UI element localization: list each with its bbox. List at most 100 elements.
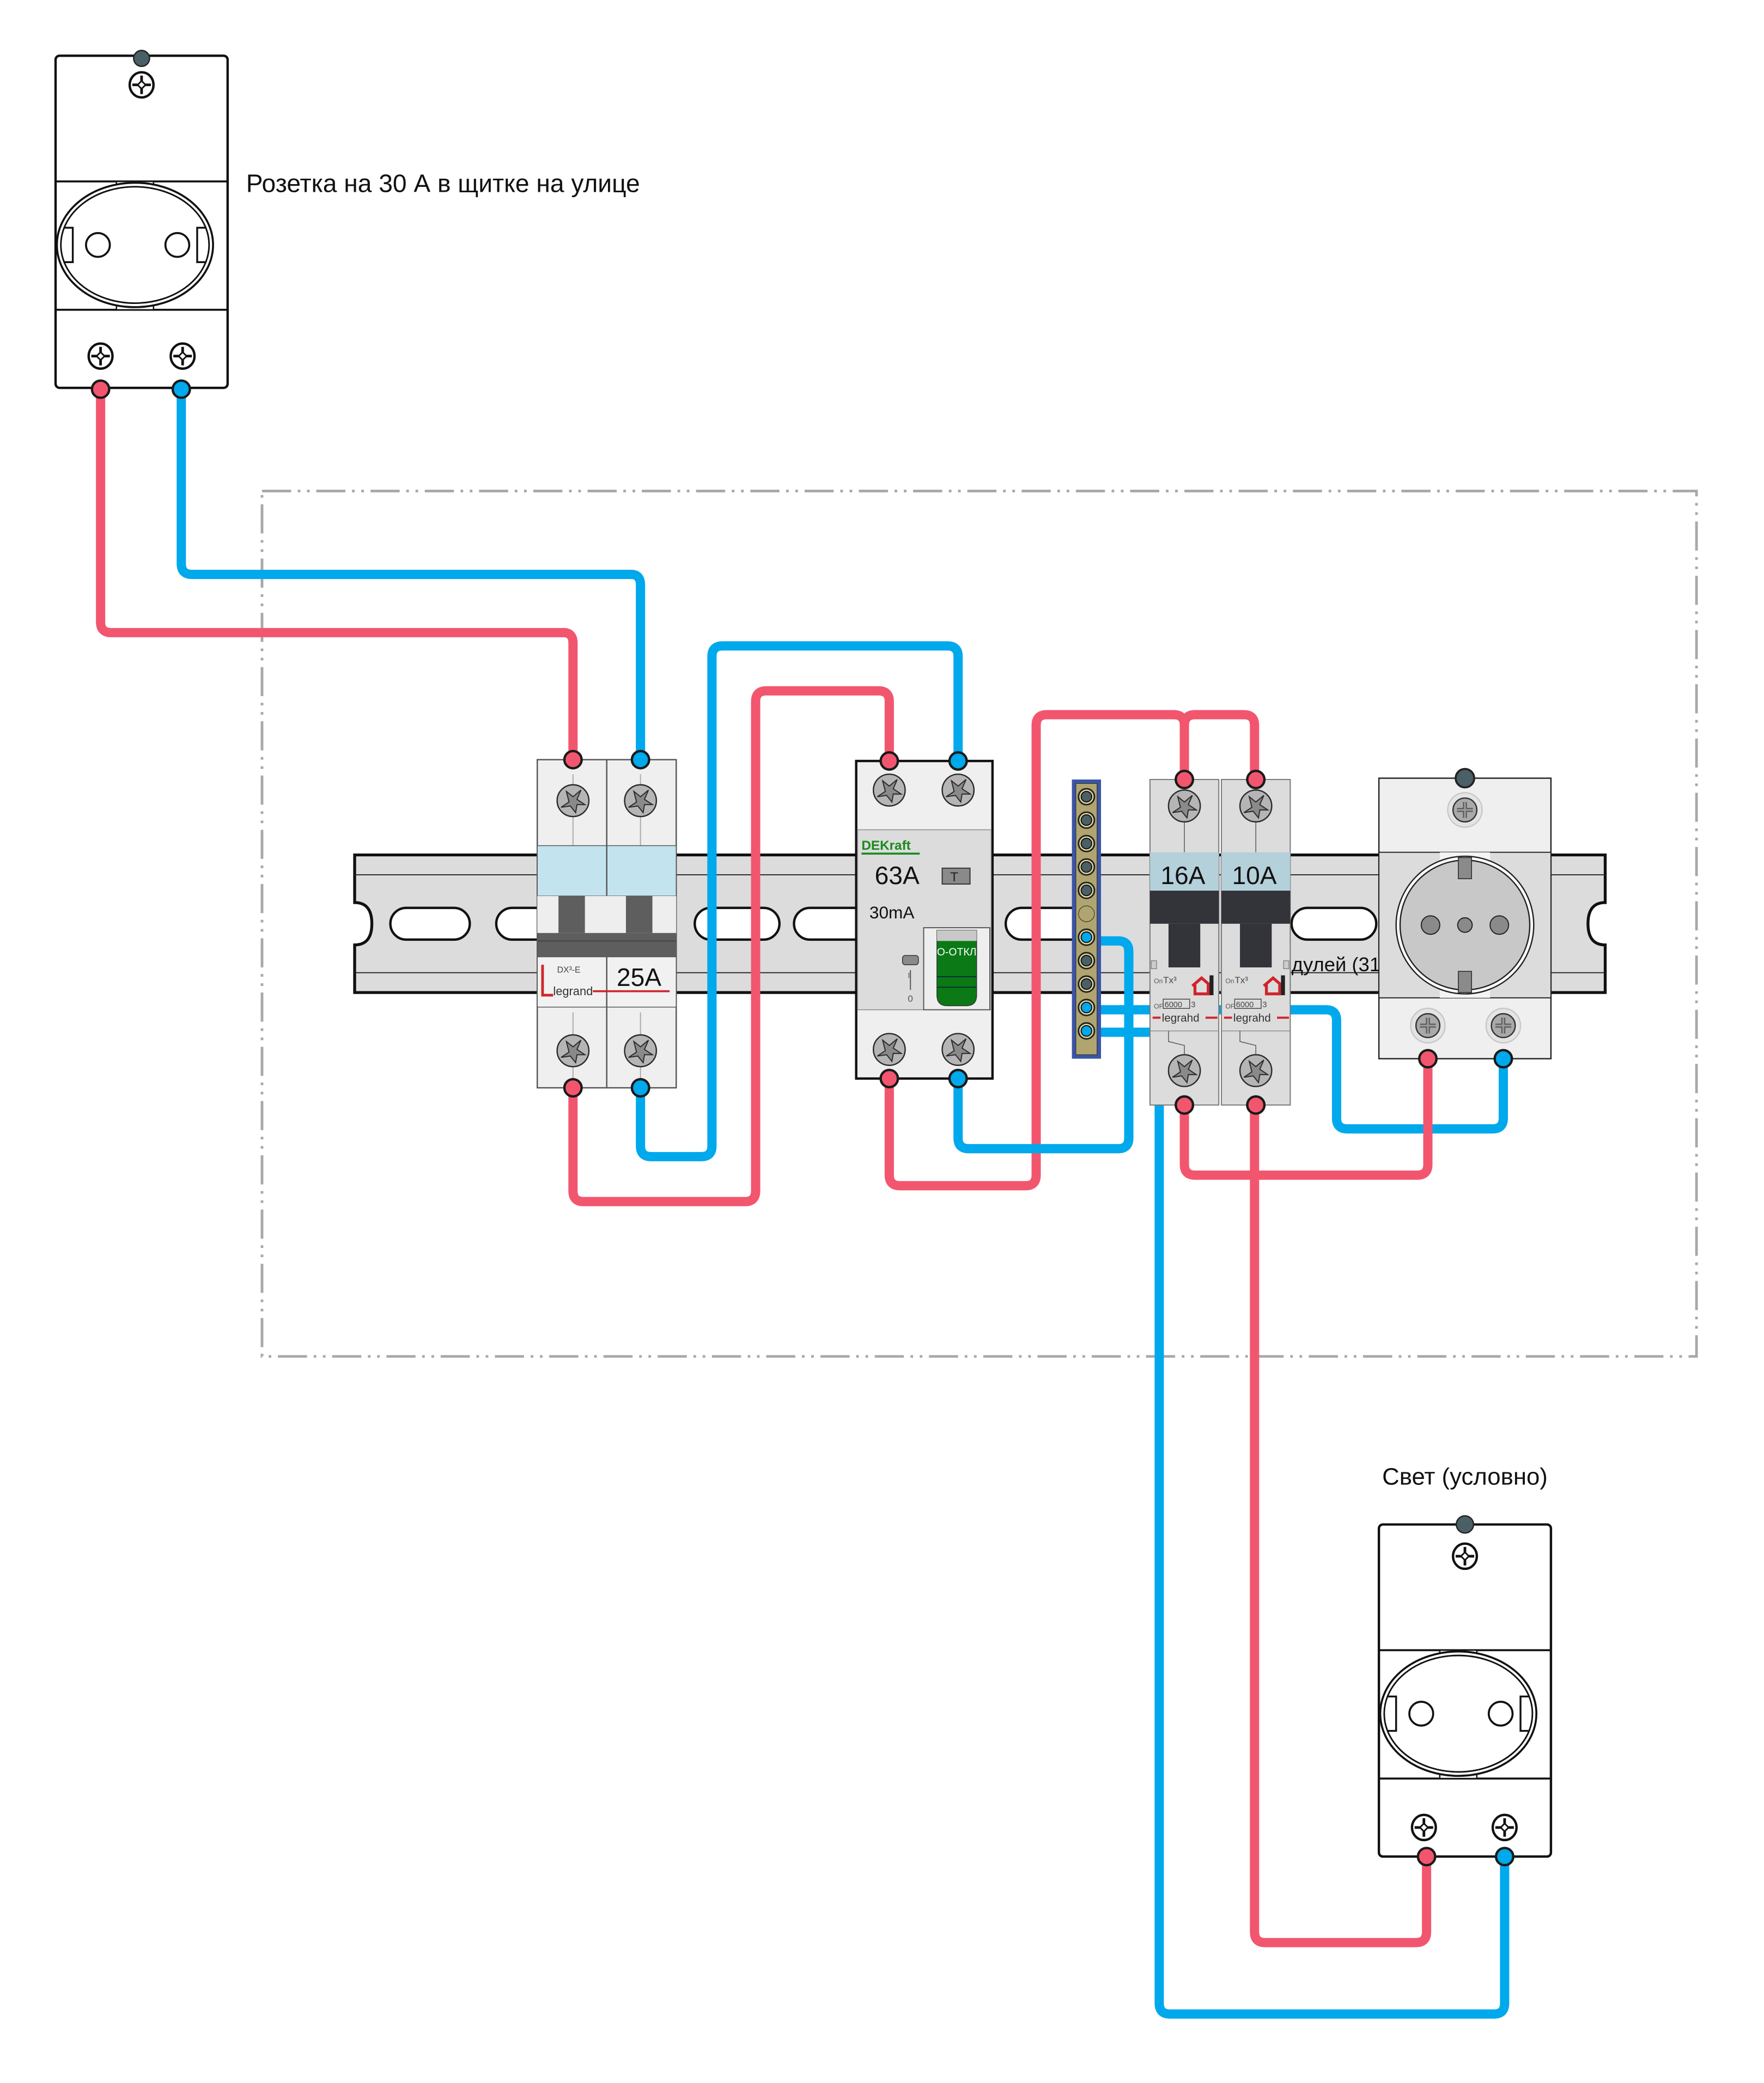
phase-terminal[interactable] [563,1078,583,1098]
busbar-terminal-screw [1080,837,1092,850]
busbar-terminal-screw [1080,954,1092,967]
screw-icon [1410,1008,1445,1043]
mcb-off-label: OF [1225,1002,1234,1010]
busbar-terminal-wired [1080,931,1092,943]
mcb-on-label: On [1225,977,1234,985]
phase-terminal[interactable] [90,379,111,399]
phase-terminal[interactable] [879,751,899,771]
screw-icon [1167,789,1201,823]
busbar-terminal-wired [1080,1001,1092,1014]
screw-icon [1239,789,1273,823]
outdoor-socket [56,50,228,399]
ground-terminal [1455,768,1475,789]
neutral-terminal[interactable] [948,751,968,771]
house-icon [1191,976,1212,996]
screw-icon [1486,1008,1520,1043]
screw-icon [556,1034,590,1068]
rail-slot [1290,906,1378,941]
neutral-terminal[interactable] [1494,1847,1514,1867]
screw-icon [624,784,658,818]
mcb-class: 3 [1262,1001,1267,1009]
screw-icon [872,773,906,807]
wire-neutral-rcd-busbar [953,936,1134,1154]
wire-neutral-feed [177,384,646,765]
screw-icon [872,1033,906,1066]
ground-terminal [133,50,150,67]
breaker-brand: legrand [553,984,593,998]
neutral-terminal[interactable] [948,1069,968,1088]
mcb-on-label: On [1154,977,1163,985]
legrand-logo-icon [541,965,553,997]
din-socket [1378,768,1552,1069]
wires [96,384,1510,2019]
screw-icon [624,1034,658,1068]
screw-icon [941,1033,975,1066]
rcd-test-button[interactable] [941,867,971,885]
busbar-terminal-screw [1080,861,1092,873]
rcd-63a[interactable]: DEKraft 63A T 30mA О-ОТКЛ I 0 [855,751,994,1088]
breaker-rating: 25A [617,963,661,991]
wire-phase-mcb10-light [1250,1100,1432,1947]
light-label: Свет (условно) [1382,1464,1548,1490]
phase-terminal[interactable] [1246,770,1266,790]
mcb-off-label: OF [1154,1002,1163,1010]
mcb-brand: legrahd [1162,1012,1200,1025]
mcb-rating: 16A [1160,861,1205,890]
busbar-terminal[interactable] [1078,905,1095,922]
screw-icon [1447,793,1482,827]
breaker-series: DX³-E [557,966,581,975]
mcb-brand: legrahd [1233,1012,1271,1025]
main-breaker-25a[interactable]: DX³-E legrand 25A [537,750,677,1098]
rcd-off-label: 0 [908,994,913,1004]
phase-terminal[interactable] [1416,1847,1437,1867]
mcb-series: Tx³ [1163,975,1177,985]
phase-terminal[interactable] [1175,770,1195,790]
busbar-terminal-wired [1080,1025,1092,1037]
wire-neutral-breaker-rcd [636,641,963,1161]
light-socket [1379,1515,1551,1867]
neutral-terminal[interactable] [630,1078,650,1098]
busbar-terminal-screw [1080,884,1092,897]
rcd-on-label: I [908,971,910,980]
mcb-breaking-capacity: 6000 [1236,1001,1254,1009]
screw-icon [1493,1815,1517,1840]
neutral-terminal[interactable] [171,379,191,399]
phase-terminal[interactable] [563,750,583,770]
rail-text-fragment: дулей (31 [1292,953,1380,976]
screw-icon [89,344,113,369]
mcb-10a[interactable]: 10A On Tx³ OF 6000 3 legrahd [1221,770,1291,1115]
outdoor-socket-label: Розетка на 30 А в щитке на улице [246,169,640,198]
screw-icon [1453,1544,1477,1569]
phase-terminal[interactable] [1418,1049,1438,1069]
mcb-rating: 10A [1232,861,1276,890]
screw-icon [1167,1054,1201,1087]
mcb-class: 3 [1191,1001,1195,1009]
screw-icon [941,773,975,807]
rcd-test-label: T [950,870,958,885]
screw-icon [1239,1054,1273,1087]
busbar-terminal-screw [1080,978,1092,990]
rail-slot [389,906,471,941]
mcb-16a[interactable]: 16A On Tx³ OF 6000 3 legrahd [1149,770,1220,1115]
neutral-terminal[interactable] [630,750,650,770]
enclosure-border [260,490,1698,1358]
house-icon [1263,976,1284,996]
phase-terminal[interactable] [879,1069,899,1088]
wire-neutral-busbar-socket [1081,1005,1508,1134]
wire-phase-mcb16-socket [1179,1054,1433,1180]
mcb-breaking-capacity: 6000 [1165,1001,1182,1009]
phase-terminal[interactable] [1175,1095,1195,1115]
wire-phase-rcd-mcb [884,710,1189,1191]
wire-phase-breaker-rcd [568,686,894,1207]
rcd-rating: 63A [875,861,920,890]
screw-icon [130,72,154,98]
wire-phase-mcb-jumper [1179,710,1260,784]
screw-icon [556,784,590,818]
phase-terminal[interactable] [1246,1095,1266,1115]
rcd-brand: DEKraft [861,838,910,853]
rcd-toggle-handle[interactable] [936,930,977,1007]
neutral-terminal[interactable] [1493,1049,1513,1069]
wire-phase-feed [96,384,578,765]
neutral-busbar [1072,779,1102,1059]
